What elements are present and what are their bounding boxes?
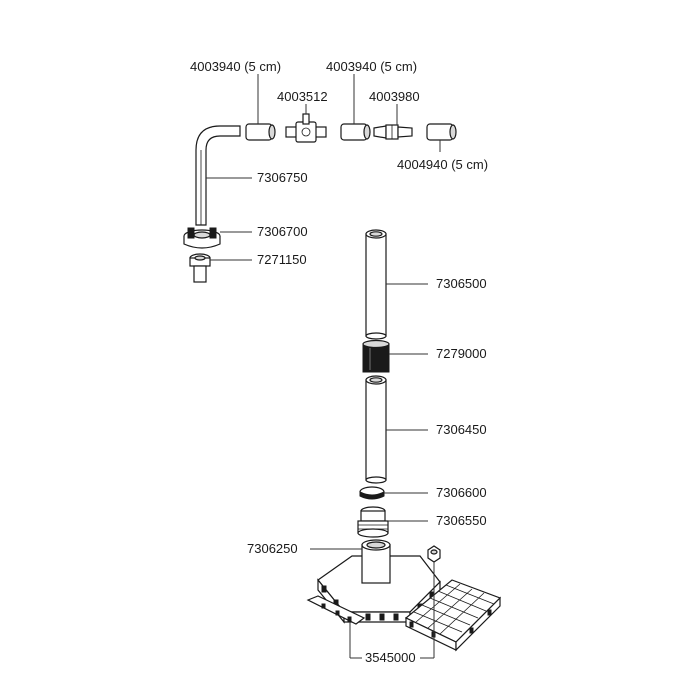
- sleeve: [362, 339, 390, 373]
- label-clamp-ring: 7306700: [257, 224, 308, 239]
- leader-lines: [206, 74, 441, 659]
- connector-left: [245, 123, 276, 141]
- valve-part: [285, 113, 327, 143]
- label-upper-tube: 7306500: [436, 276, 487, 291]
- upper-tube: [365, 229, 387, 340]
- label-base-plate: 7306250: [247, 541, 298, 556]
- label-top-left-connector: 4003940 (5 cm): [190, 59, 281, 74]
- label-lower-tube: 7306450: [436, 422, 487, 437]
- label-sleeve: 7279000: [436, 346, 487, 361]
- o-ring: [359, 486, 385, 500]
- label-reducer: 4003980: [369, 89, 420, 104]
- threaded-adapter: [357, 506, 389, 538]
- connector-mid: [340, 123, 371, 141]
- lower-tube: [365, 375, 387, 484]
- label-threaded-adapter: 7306550: [436, 513, 487, 528]
- label-top-mid-connector: 4003940 (5 cm): [326, 59, 417, 74]
- label-right-connector: 4004940 (5 cm): [397, 157, 488, 172]
- grid-panel: [404, 579, 502, 652]
- small-fitting: [189, 253, 211, 283]
- strip-part: [306, 595, 366, 625]
- label-valve: 4003512: [277, 89, 328, 104]
- bent-pipe: [195, 125, 241, 226]
- nut-part: [427, 545, 441, 563]
- label-o-ring: 7306600: [436, 485, 487, 500]
- label-bent-pipe: 7306750: [257, 170, 308, 185]
- reducer-part: [373, 124, 413, 140]
- connector-right: [426, 123, 457, 141]
- label-small-fitting: 7271150: [257, 252, 307, 267]
- label-grid-and-strip: 3545000: [365, 650, 416, 665]
- clamp-ring: [183, 227, 221, 249]
